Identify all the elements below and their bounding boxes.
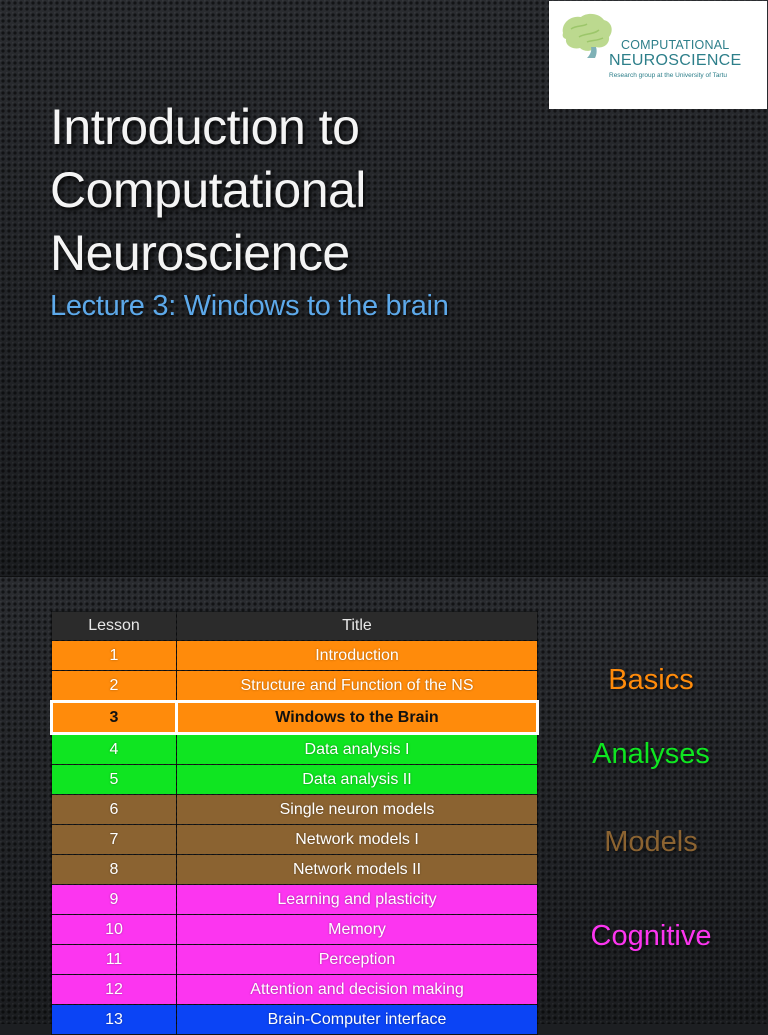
lesson-number: 1 xyxy=(51,640,177,671)
table-row: 1 Introduction xyxy=(51,640,538,671)
title-line-1: Introduction to xyxy=(50,99,360,155)
logo-line-2: NEUROSCIENCE xyxy=(609,52,742,69)
lesson-title: Introduction xyxy=(176,640,538,671)
lesson-title: Single neuron models xyxy=(176,794,538,825)
lesson-number: 11 xyxy=(51,944,177,975)
category-models: Models xyxy=(604,826,698,858)
lesson-table: Lesson Title 1 Introduction 2 Structure … xyxy=(50,611,539,1035)
lesson-number: 4 xyxy=(51,733,177,765)
table-header-row: Lesson Title xyxy=(51,611,538,641)
lesson-number: 6 xyxy=(51,794,177,825)
logo-tagline: Research group at the University of Tart… xyxy=(609,72,728,79)
table-row: 4 Data analysis I xyxy=(51,733,538,765)
slide-title: Introduction to Computational Neuroscien… xyxy=(50,96,530,285)
lesson-title: Network models I xyxy=(176,824,538,855)
table-row: 12 Attention and decision making xyxy=(51,974,538,1005)
lesson-number: 5 xyxy=(51,764,177,795)
title-slide: COMPUTATIONAL NEUROSCIENCE Research grou… xyxy=(0,0,768,577)
table-row: 5 Data analysis II xyxy=(51,764,538,795)
lesson-number: 3 xyxy=(50,700,178,735)
logo-line-1: COMPUTATIONAL xyxy=(621,38,730,52)
header-title: Title xyxy=(176,611,538,641)
lesson-number: 2 xyxy=(51,670,177,702)
lesson-title: Brain-Computer interface xyxy=(176,1004,538,1035)
lesson-title: Perception xyxy=(176,944,538,975)
table-row: 6 Single neuron models xyxy=(51,794,538,825)
table-row: 13 Brain-Computer interface xyxy=(51,1004,538,1035)
table-row: 11 Perception xyxy=(51,944,538,975)
title-line-2: Computational xyxy=(50,162,366,218)
lesson-title: Learning and plasticity xyxy=(176,884,538,915)
lesson-title: Data analysis II xyxy=(176,764,538,795)
title-line-3: Neuroscience xyxy=(50,225,350,281)
lesson-title: Data analysis I xyxy=(176,733,538,765)
table-row: 8 Network models II xyxy=(51,854,538,885)
lesson-number: 10 xyxy=(51,914,177,945)
slide-subtitle: Lecture 3: Windows to the brain xyxy=(50,290,449,322)
lesson-number: 7 xyxy=(51,824,177,855)
table-row: 7 Network models I xyxy=(51,824,538,855)
lesson-number: 8 xyxy=(51,854,177,885)
category-cognitive: Cognitive xyxy=(590,920,712,952)
lesson-number: 13 xyxy=(51,1004,177,1035)
lesson-title: Network models II xyxy=(176,854,538,885)
lesson-number: 12 xyxy=(51,974,177,1005)
lesson-title: Attention and decision making xyxy=(176,974,538,1005)
lesson-title: Memory xyxy=(176,914,538,945)
lesson-title: Windows to the Brain xyxy=(175,700,539,735)
brain-icon xyxy=(562,13,612,58)
header-lesson: Lesson xyxy=(51,611,177,641)
lesson-title: Structure and Function of the NS xyxy=(176,670,538,702)
table-row: 2 Structure and Function of the NS xyxy=(51,670,538,702)
table-row: 9 Learning and plasticity xyxy=(51,884,538,915)
logo: COMPUTATIONAL NEUROSCIENCE Research grou… xyxy=(549,1,767,109)
table-row: 10 Memory xyxy=(51,914,538,945)
table-row-current: 3 Windows to the Brain xyxy=(50,700,539,735)
category-basics: Basics xyxy=(608,664,694,696)
category-analyses: Analyses xyxy=(592,738,710,770)
lesson-number: 9 xyxy=(51,884,177,915)
